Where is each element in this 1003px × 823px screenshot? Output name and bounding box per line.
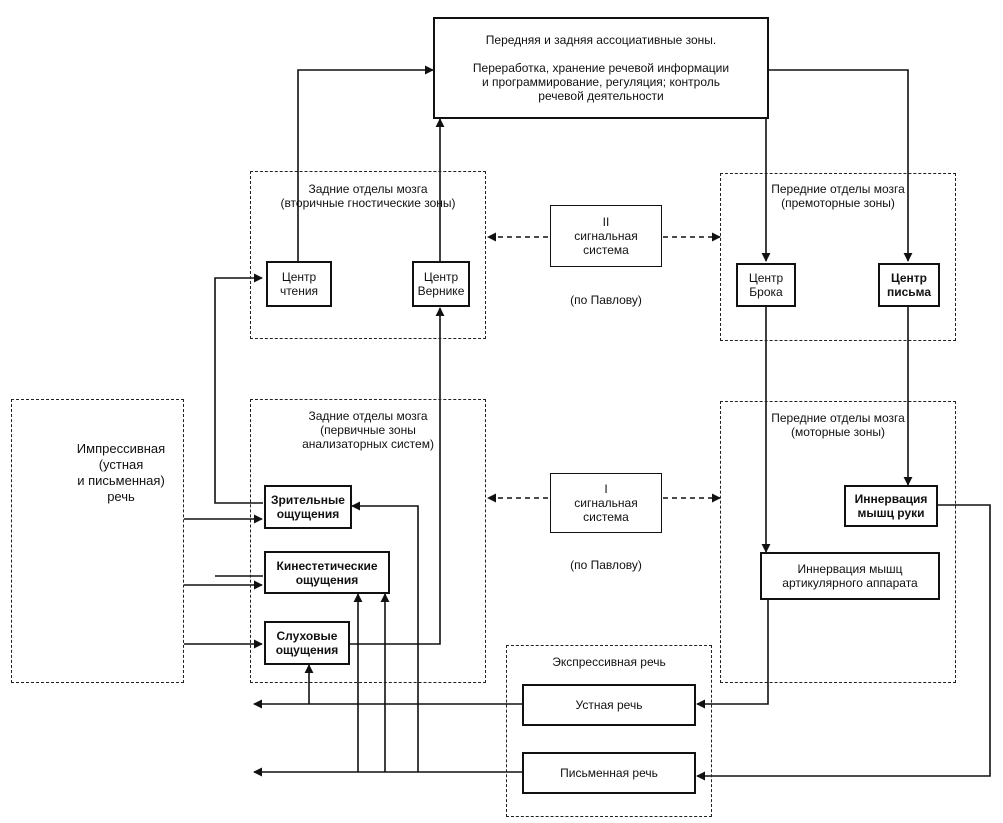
wernicke-center-box: Центр Вернике xyxy=(412,261,470,307)
posterior-secondary-zone xyxy=(250,171,486,339)
arrow-reading-to-associative xyxy=(297,65,434,261)
reading-center-box: Центр чтения xyxy=(266,261,332,307)
signal-system-2-box: II сигнальная система xyxy=(550,205,662,267)
signal-system-1-note: (по Павлову) xyxy=(570,558,642,572)
writing-center-box: Центр письма xyxy=(878,263,940,307)
signal-system-2-note: (по Павлову) xyxy=(570,293,642,307)
hand-innervation-box: Иннервация мышц руки xyxy=(844,485,938,527)
auditory-sensations-box: Слуховые ощущения xyxy=(264,621,350,665)
anterior-motor-zone xyxy=(720,401,956,683)
associative-zones-box: Передняя и задняя ассоциативные зоны. Пе… xyxy=(433,17,769,119)
arrow-auditory-to-wernicke xyxy=(350,307,445,645)
posterior-primary-zone xyxy=(250,399,486,683)
expressive-speech-title: Экспрессивная речь xyxy=(552,655,666,669)
posterior-secondary-title: Задние отделы мозга (вторичные гностичес… xyxy=(280,182,456,210)
impressive-speech-zone xyxy=(11,399,184,683)
arrow-hand-to-written xyxy=(696,504,991,781)
kinesthetic-sensations-box: Кинестетические ощущения xyxy=(264,551,390,594)
line-visual-to-reading xyxy=(214,273,263,504)
anterior-premotor-title: Передние отделы мозга (премоторные зоны) xyxy=(771,182,905,210)
anterior-premotor-zone xyxy=(720,173,956,341)
arrow-associative-to-writing xyxy=(769,69,913,262)
signal-system-1-box: I сигнальная система xyxy=(550,473,662,533)
arrow-written-to-visual xyxy=(351,501,419,772)
broca-center-box: Центр Брока xyxy=(736,263,796,307)
visual-sensations-box: Зрительные ощущения xyxy=(264,485,352,529)
written-speech-box: Письменная речь xyxy=(522,752,696,794)
associative-zones-text: Переработка, хранение речевой информации… xyxy=(472,61,730,103)
articulatory-innervation-box: Иннервация мышц артикулярного аппарата xyxy=(760,552,940,600)
associative-zones-title: Передняя и задняя ассоциативные зоны. xyxy=(485,33,717,47)
arrow-articulatory-to-oral xyxy=(696,600,769,709)
posterior-primary-title: Задние отделы мозга (первичные зоны анал… xyxy=(302,409,434,451)
expressive-speech-zone xyxy=(506,645,712,817)
anterior-motor-title: Передние отделы мозга (моторные зоны) xyxy=(771,411,905,439)
oral-speech-box: Устная речь xyxy=(522,684,696,726)
impressive-speech-label: Импрессивная (устная и письменная) речь xyxy=(76,441,166,504)
